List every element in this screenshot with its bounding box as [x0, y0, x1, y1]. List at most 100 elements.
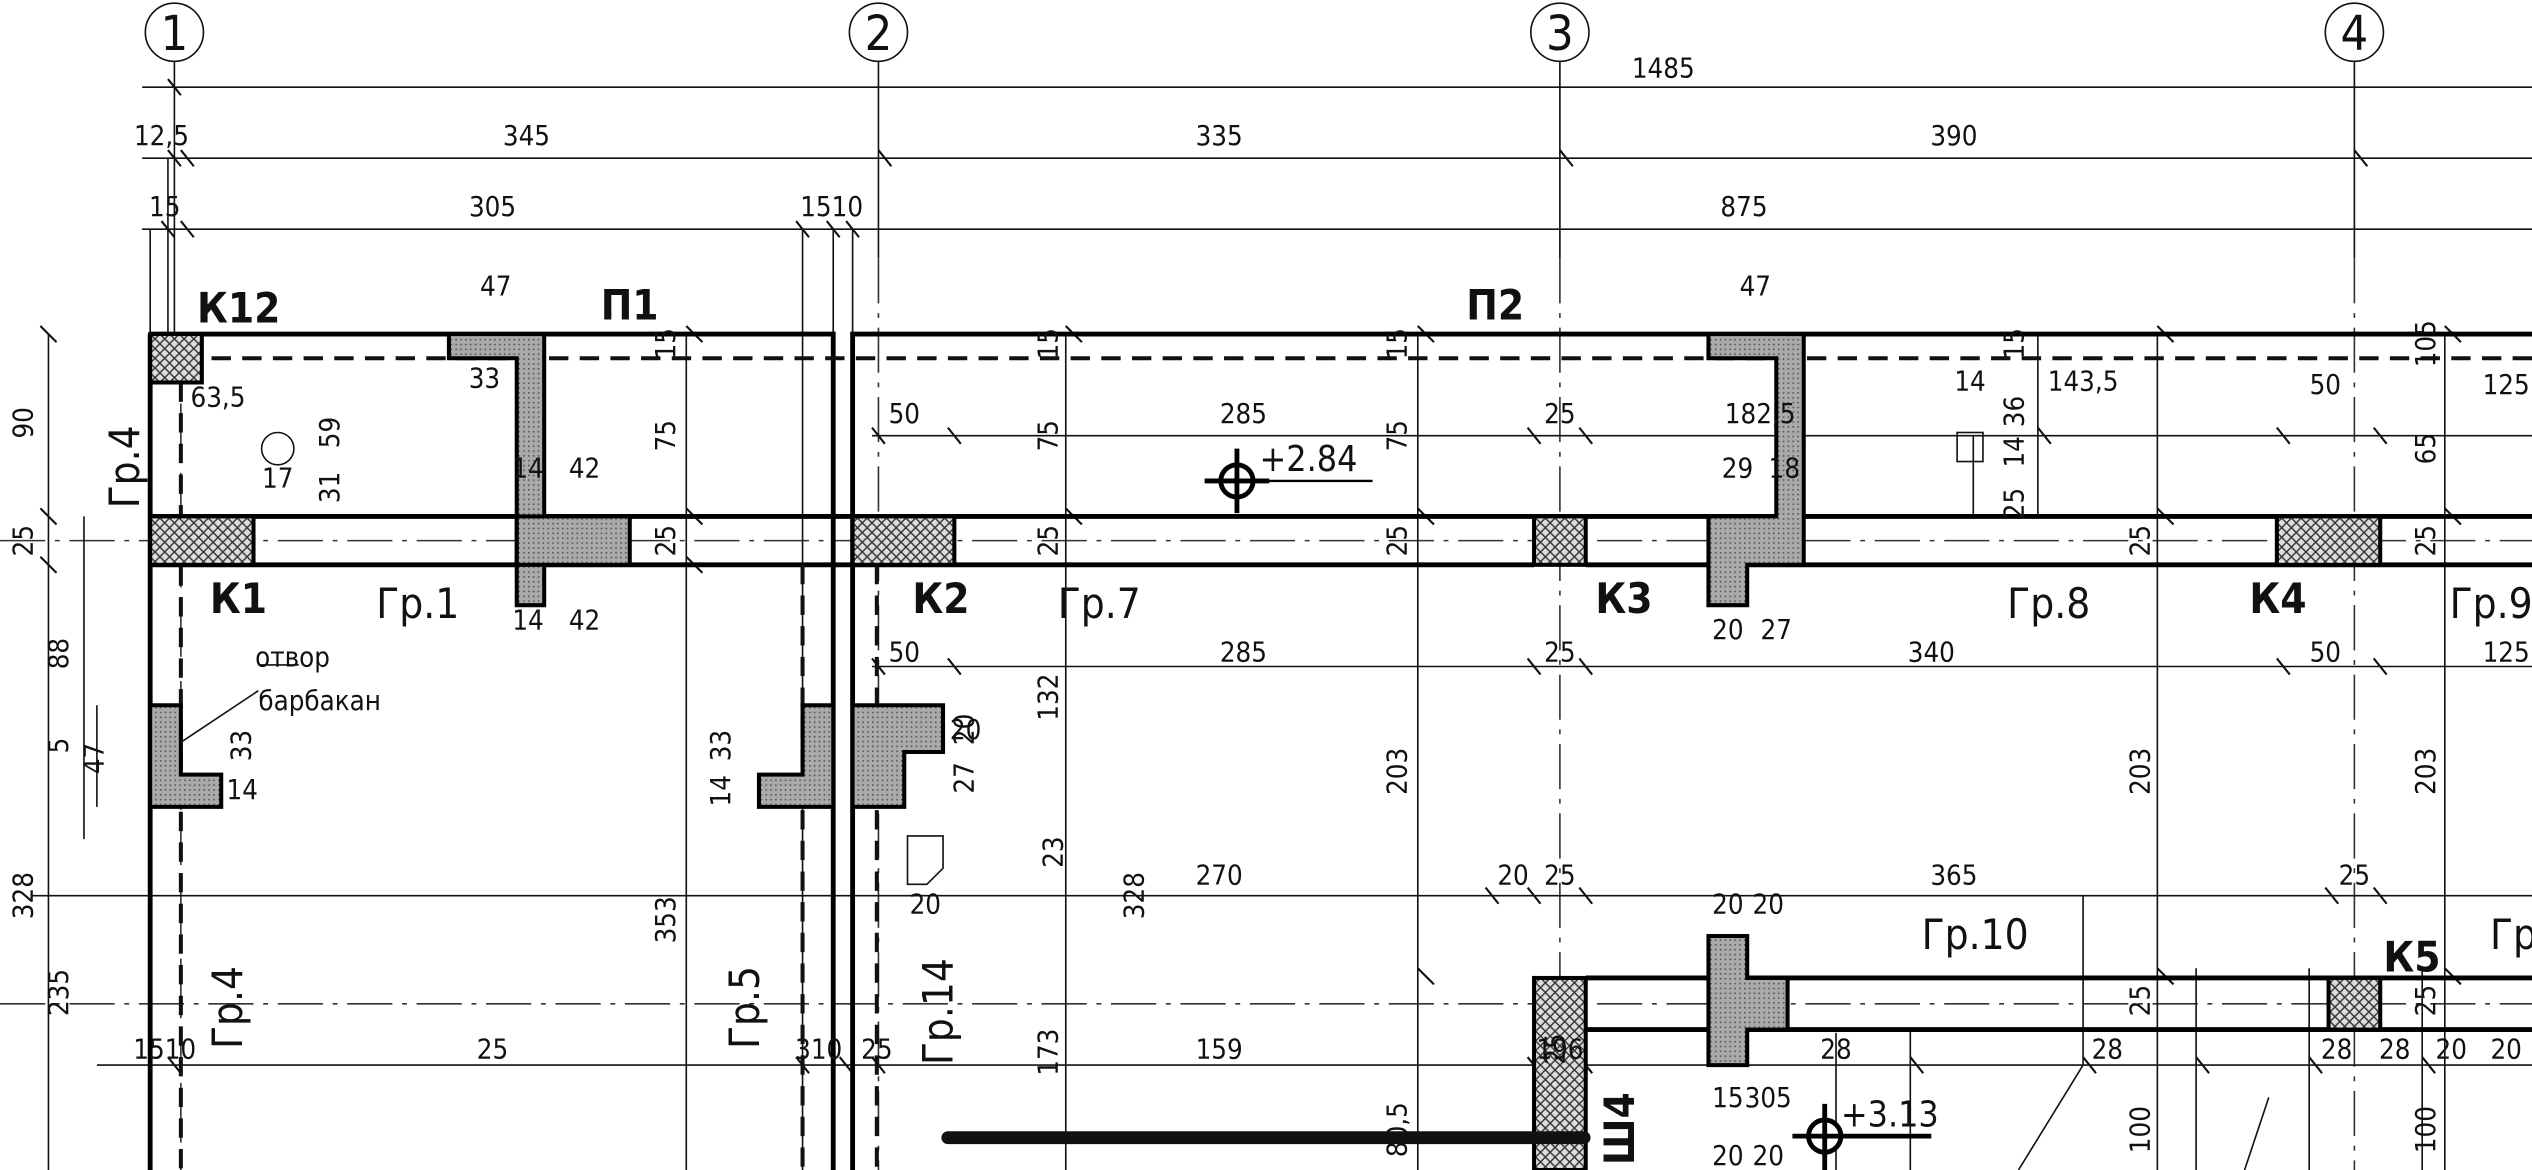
dimension-value: 14 — [512, 454, 543, 485]
dimension-value: 14 — [1999, 436, 2030, 467]
dimension-value: 20 — [910, 889, 941, 920]
dimension-value: 125 — [2483, 638, 2530, 669]
column-k12 — [148, 332, 204, 385]
dimension-value: 100 — [2411, 1106, 2442, 1153]
label-sh4: Ш4 — [1595, 1092, 1644, 1165]
dimension-value: 15 — [1382, 328, 1413, 359]
dimension-value: 25 — [1999, 488, 2030, 519]
axis-2-label: 2 — [865, 6, 893, 62]
dimension-value: 75 — [651, 420, 682, 451]
opening-circle — [260, 431, 295, 466]
column-k4 — [2274, 514, 2383, 567]
beam-gr4-top: Гр.4 — [100, 425, 149, 508]
dimension-value: 27 — [950, 762, 981, 793]
dimension-value: 25 — [861, 1035, 892, 1066]
dimension-value: 80,5 — [1382, 1102, 1413, 1157]
dimension-value: 20 — [950, 715, 981, 746]
dimension-value: 47 — [79, 743, 110, 774]
dimension-value: 25 — [651, 525, 682, 556]
beam-gr5: Гр.5 — [720, 966, 769, 1049]
dimension-value: 75 — [1382, 420, 1413, 451]
dimension-value: 270 — [1196, 860, 1243, 891]
dimension-value: 100 — [2125, 1106, 2156, 1153]
label-k1: К1 — [210, 574, 267, 623]
beam-gr7: Гр.7 — [1058, 579, 1141, 628]
beam-gr10: Гр.10 — [1922, 910, 2029, 959]
column-k2 — [850, 514, 957, 567]
label-k5: К5 — [2383, 933, 2440, 982]
dimension-value: 310 — [795, 1035, 842, 1066]
dimension-value: 36 — [1999, 396, 2030, 427]
dimension-value: 33 — [706, 730, 737, 761]
dimension-value: 25 — [2411, 985, 2442, 1016]
column-k5 — [2326, 975, 2383, 1032]
label-p2: П2 — [1466, 281, 1524, 330]
dimension-value: 132 — [1034, 674, 1065, 721]
dimension-value: 90 — [8, 407, 39, 438]
dimension-value: 28 — [2321, 1035, 2352, 1066]
dimension-value: 15 — [651, 328, 682, 359]
dimension-value: 235 — [44, 969, 75, 1016]
column-k1 — [148, 514, 256, 567]
dimension-value: 173 — [1034, 1029, 1065, 1076]
dimension-value: 125 — [2483, 370, 2530, 401]
element-labels: К12 П1 П2 К1 К2 К3 К4 К5 Ш4 Гр.1 Гр.7 Гр… — [100, 281, 2532, 1166]
dimension-value: 25 — [1544, 860, 1575, 891]
elevation-marker-icon — [1792, 1103, 1932, 1170]
dimension-value: 23 — [1039, 836, 1070, 867]
dimension-value: 33 — [469, 363, 500, 394]
dimension-value: 27 — [1761, 615, 1792, 646]
dimension-value: 50 — [889, 638, 920, 669]
beam-gr1: Гр.1 — [376, 579, 459, 628]
dim: 335 — [1196, 121, 1243, 152]
dimension-value: 196 — [1536, 1035, 1583, 1066]
dim: 390 — [1930, 121, 1977, 152]
dimension-value: 59 — [315, 417, 346, 448]
dimension-value: 29 — [1722, 454, 1753, 485]
dimension-value: 5 — [44, 738, 75, 754]
dimension-value: 353 — [651, 896, 682, 943]
note-drain: барбакан — [258, 686, 381, 717]
beam-gr14: Гр.14 — [914, 958, 963, 1065]
elevation-marker-icon — [1204, 448, 1373, 514]
dimension-value: 328 — [1119, 872, 1150, 919]
dimension-value: 159 — [1196, 1035, 1243, 1066]
dimension-value: 31 — [315, 472, 346, 503]
dimension-value: 75 — [1034, 420, 1065, 451]
dimension-value: 20 — [950, 714, 981, 745]
dimension-value: 340 — [1908, 638, 1955, 669]
home-indicator[interactable] — [941, 1131, 1591, 1145]
dimension-value: 14 — [1954, 367, 1985, 398]
dimension-value: 20 — [1497, 860, 1528, 891]
dim: 345 — [503, 121, 550, 152]
dimension-value: 14 — [227, 775, 258, 806]
dimension-value: 50 — [889, 399, 920, 430]
dimension-value: 42 — [569, 605, 600, 636]
dimension-value: 285 — [1220, 399, 1267, 430]
label-k4: К4 — [2249, 574, 2306, 623]
dimension-value: 25 — [1544, 638, 1575, 669]
dimension-value: 25 — [2411, 525, 2442, 556]
dim: 1510 — [800, 192, 863, 223]
dimension-value: 20 — [1752, 1141, 1783, 1170]
dimension-value: 47 — [1740, 271, 1771, 302]
dimension-value: 305 — [1745, 1083, 1792, 1114]
dimension-value: 25 — [8, 525, 39, 556]
dimension-value: 25 — [2339, 860, 2370, 891]
dim: 12,5 — [134, 121, 189, 152]
dimension-value: 203 — [2411, 748, 2442, 795]
dimension-value: 25 — [1034, 525, 1065, 556]
dimension-value: 25 — [1382, 525, 1413, 556]
dimension-value: 88 — [44, 638, 75, 669]
dimension-value: 14 — [512, 605, 543, 636]
dimension-value: 182,5 — [1725, 399, 1796, 430]
pier-p2 — [1706, 332, 1806, 608]
dimension-value: 33 — [226, 730, 257, 761]
axis-1-label: 1 — [161, 6, 189, 62]
dimension-value: 47 — [480, 271, 511, 302]
dimension-value: 20 — [2436, 1035, 2467, 1066]
dimension-value: 14 — [706, 775, 737, 806]
dimension-value: 17 — [262, 463, 293, 494]
